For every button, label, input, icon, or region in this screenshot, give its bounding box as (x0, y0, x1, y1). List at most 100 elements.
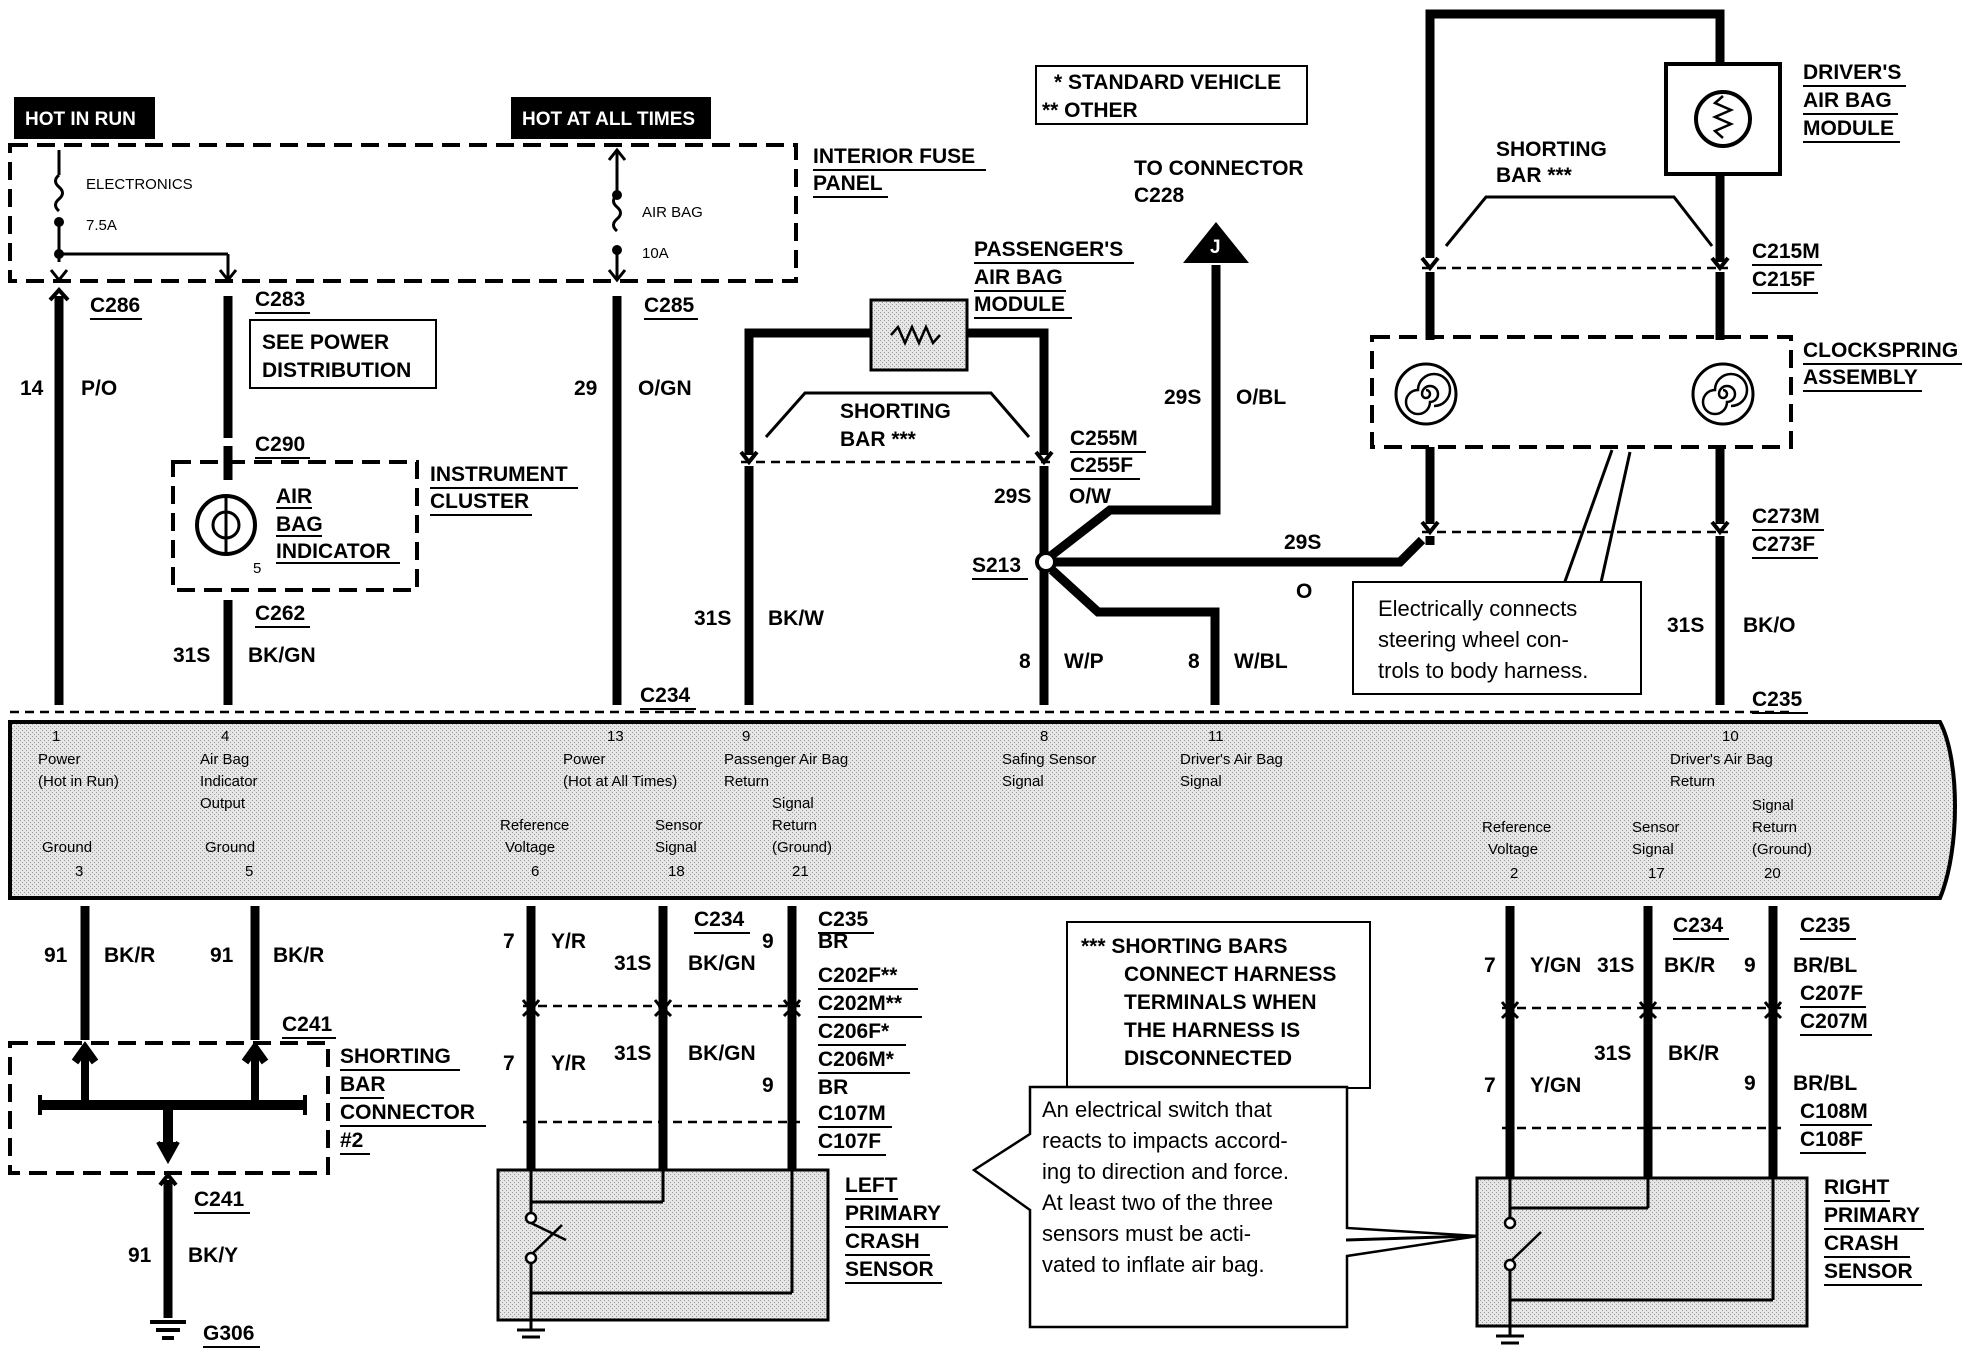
pin-18-label-2: Signal (655, 839, 697, 856)
pin-8-label-1: Safing Sensor (1002, 751, 1096, 768)
pin-11-label-1: Driver's Air Bag (1180, 751, 1283, 768)
wire-31s-num-3: 31S (1667, 614, 1704, 637)
c206f-label: C206F* (818, 1020, 890, 1043)
pin-3-label: Ground (42, 839, 92, 856)
clockspring-callout-box (1352, 581, 1642, 695)
right-sensor-label-1: RIGHT (1824, 1176, 1890, 1199)
sensor-callout-line-4: At least two of the three (1042, 1190, 1273, 1215)
wire-8-num-2: 8 (1188, 650, 1200, 673)
c235-top-label: C235 (1752, 688, 1803, 711)
wire-7-num-4: 7 (1484, 1074, 1496, 1097)
pin-13-label-2: (Hot at All Times) (563, 773, 677, 790)
c286-label: C286 (90, 294, 140, 317)
ground-icon (150, 1320, 186, 1340)
legend-standard-vehicle: * STANDARD VEHICLE (1054, 71, 1281, 94)
shorting-bars-note-line-2: CONNECT HARNESS (1124, 963, 1336, 986)
c241-bottom-label: C241 (194, 1188, 245, 1211)
right-sensor-label-4: SENSOR (1824, 1260, 1913, 1283)
pin-21-label-2: Return (772, 817, 817, 834)
wire-ygn-color-1: Y/GN (1530, 954, 1581, 977)
clockspring-right-coil-icon (1691, 362, 1755, 426)
wire-29s-obl (1049, 265, 1221, 559)
wire-31s-num-5: 31S (614, 1042, 651, 1065)
pin-20-label-2: Return (1752, 819, 1797, 836)
c108m-label: C108M (1800, 1100, 1868, 1123)
c206m-label: C206M* (818, 1048, 895, 1071)
pin-8-num: 8 (1040, 728, 1048, 745)
passenger-module-label-3: MODULE (974, 293, 1065, 316)
pin-8-label-2: Signal (1002, 773, 1044, 790)
wire-9-num-1: 9 (762, 930, 774, 953)
wire-bkgn-color-1: BK/GN (248, 644, 316, 667)
passenger-module-label-1: PASSENGER'S (974, 238, 1123, 261)
air-bag-indicator-lamp-icon (195, 494, 257, 556)
g306-label: G306 (203, 1322, 254, 1345)
right-sensor-label-2: PRIMARY (1824, 1204, 1920, 1227)
wire-7-num-3: 7 (1484, 954, 1496, 977)
wire-8-wbl (1048, 566, 1220, 705)
sensor-callout-line-1: An electrical switch that (1042, 1097, 1272, 1122)
wire-8-num-1: 8 (1019, 650, 1031, 673)
driver-squib-icon (1694, 90, 1752, 148)
hot-at-all-times-label: HOT AT ALL TIMES (522, 109, 695, 130)
wire-yr-color-1: Y/R (551, 930, 586, 953)
clockspring-callout-line-1: Electrically connects (1378, 596, 1577, 621)
wire-29s-num-3: 29S (1284, 531, 1321, 554)
sensor-callout-bubble (971, 1085, 1479, 1329)
wire-wbl-color: W/BL (1234, 650, 1288, 673)
c202f-label: C202F** (818, 964, 898, 987)
air-bag-indicator-label-2: BAG (276, 513, 323, 536)
hot-at-all-times-box (511, 97, 711, 139)
pin-1-label-2: (Hot in Run) (38, 773, 119, 790)
c234-top-label: C234 (640, 684, 691, 707)
wire-91-num-2: 91 (210, 944, 234, 967)
driver-module-label-3: MODULE (1803, 117, 1894, 140)
air-bag-fuse-name: AIR BAG (642, 204, 703, 221)
sensor-callout-line-3: ing to direction and force. (1042, 1159, 1289, 1184)
wire-passenger-loop-right (967, 328, 1049, 455)
c107m-label: C107M (818, 1102, 886, 1125)
wire-bkr-color-4: BK/R (1668, 1042, 1719, 1065)
wire-wp-color: W/P (1064, 650, 1104, 673)
pin-17-label-2: Signal (1632, 841, 1674, 858)
pin-18-label-1: Sensor (655, 817, 703, 834)
c207f-label: C207F (1800, 982, 1863, 1005)
wire-bko-color: BK/O (1743, 614, 1796, 637)
wire-obl-color: O/BL (1236, 386, 1286, 409)
wire-31s-num-2: 31S (694, 607, 731, 630)
wire-29-num: 29 (574, 377, 597, 400)
pin-4-num: 4 (221, 728, 229, 745)
wire-yr-color-2: Y/R (551, 1052, 586, 1075)
passenger-shorting-bar (764, 391, 1031, 438)
pin-21-label-1: Signal (772, 795, 814, 812)
pin-2-label-1: Reference (1482, 819, 1551, 836)
shorting-bar-connector-label-4: #2 (340, 1129, 363, 1152)
c255f-label: C255F (1070, 454, 1133, 477)
passenger-module-label-2: AIR BAG (974, 266, 1063, 289)
pin-10-label-2: Return (1670, 773, 1715, 790)
clockspring-callout-line-3: trols to body harness. (1378, 658, 1588, 683)
wire-14-num: 14 (20, 377, 44, 400)
shorting-bars-note-line-3: TERMINALS WHEN (1124, 991, 1317, 1014)
pin-10-label-1: Driver's Air Bag (1670, 751, 1773, 768)
shorting-bars-note-line-4: THE HARNESS IS (1124, 1019, 1300, 1042)
left-sensor-label-3: CRASH (845, 1230, 920, 1253)
wire-ow-color: O/W (1069, 485, 1111, 508)
c235-left-label: C235 (818, 908, 869, 931)
passenger-shorting-bar-label-2: BAR *** (840, 428, 917, 451)
wire-31s-num-7: 31S (1594, 1042, 1631, 1065)
shorting-bar-connector-label-1: SHORTING (340, 1045, 451, 1068)
clockspring-callout-line-2: steering wheel con- (1378, 627, 1569, 652)
pin-13-num: 13 (607, 728, 624, 745)
left-sensor-label-4: SENSOR (845, 1258, 934, 1281)
driver-module-label-1: DRIVER'S (1803, 61, 1901, 84)
hot-in-run-box (14, 97, 155, 139)
wire-o-color: O (1296, 580, 1312, 603)
instrument-cluster-box (171, 460, 419, 592)
driver-shorting-bar-label-2: BAR *** (1496, 164, 1573, 187)
connector-j-arrow (1183, 222, 1249, 263)
module-bottom-pins: Ground 3 Ground 5 Reference Voltage 6 Se… (42, 795, 1812, 882)
splice-s213 (1035, 551, 1057, 573)
see-power-text-2: DISTRIBUTION (262, 359, 411, 382)
pin-20-label-3: (Ground) (1752, 841, 1812, 858)
